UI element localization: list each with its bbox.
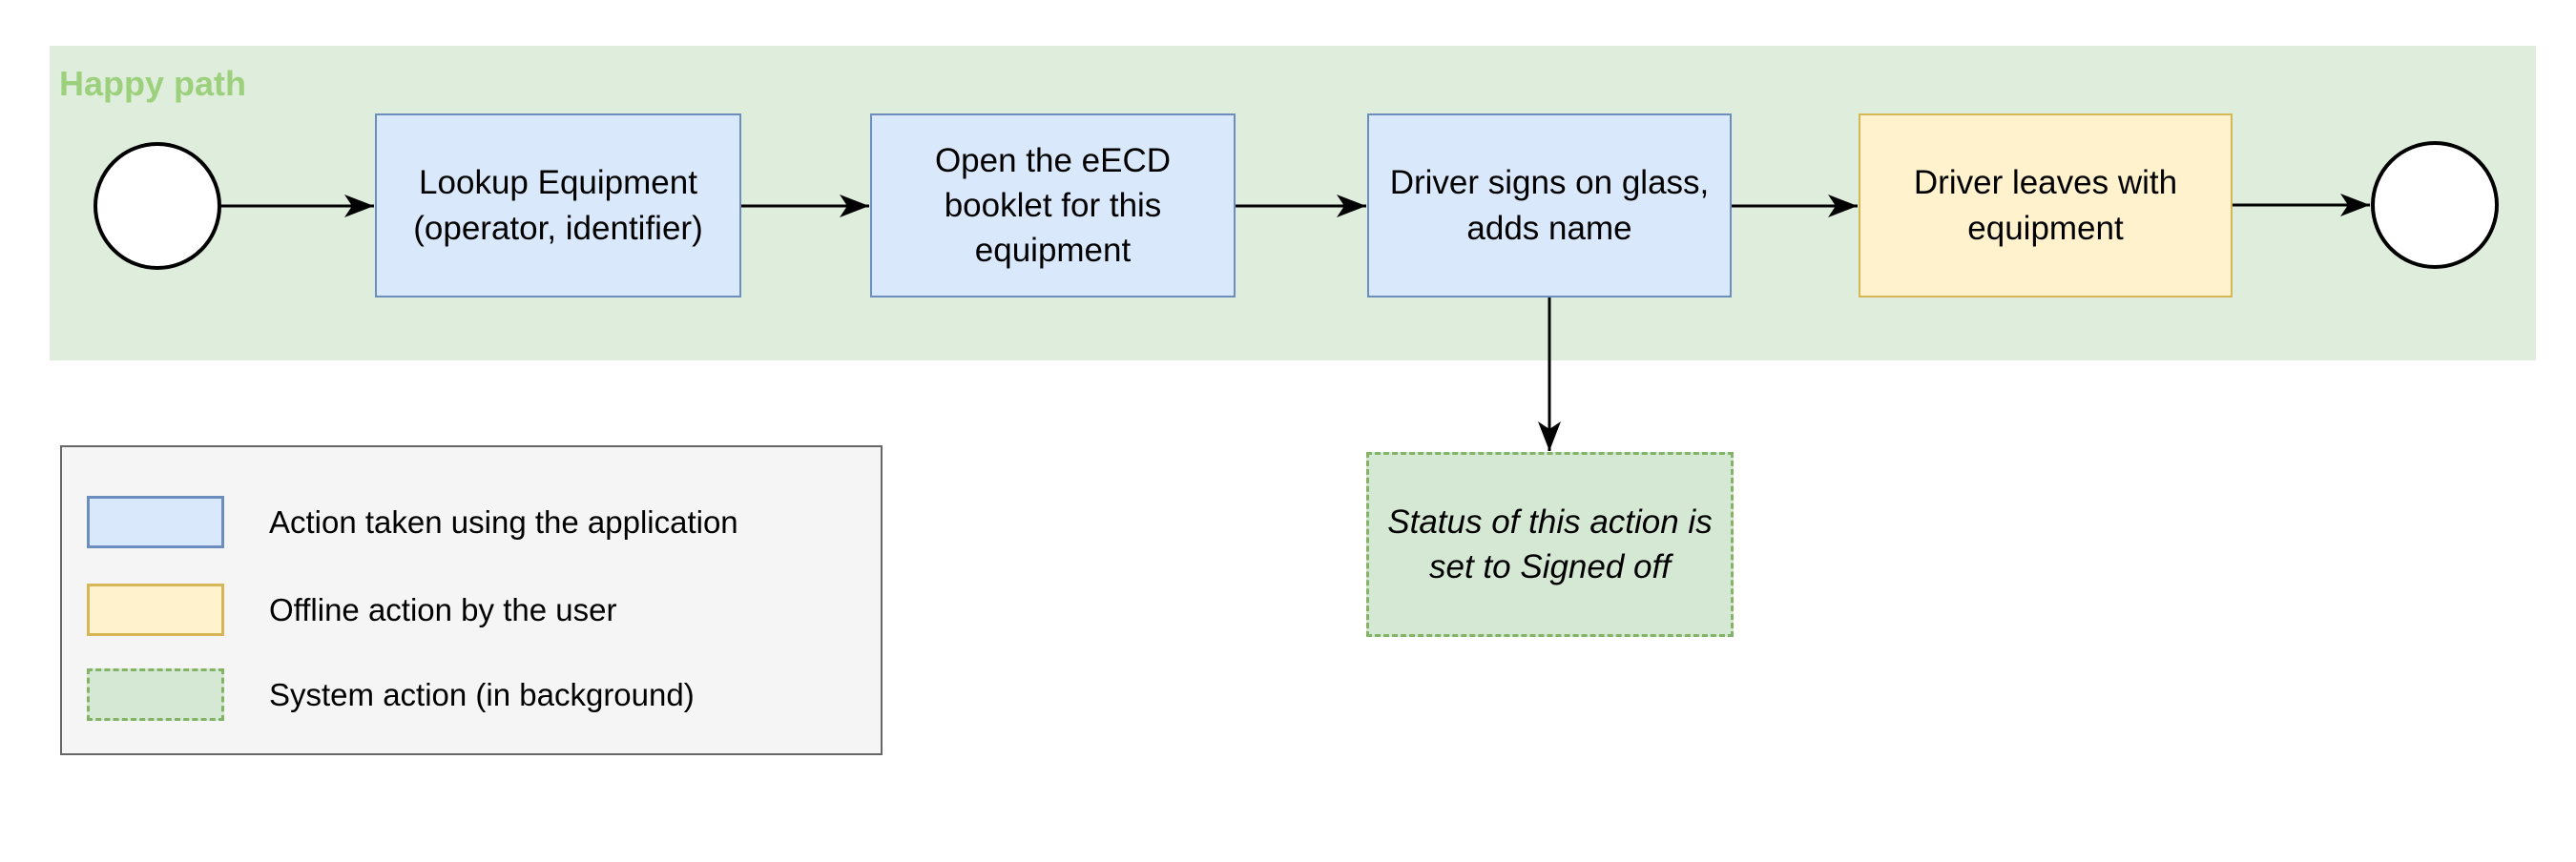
node-label: Driver signs on glass, adds name <box>1389 164 1710 247</box>
node-driver-leaves-with-equipment: Driver leaves with equipment <box>1859 113 2233 298</box>
node-label: Status of this action is set to Signed o… <box>1387 503 1713 585</box>
node-label: Lookup Equipment (operator, identifier) <box>413 164 703 247</box>
legend-item-offline-action: Offline action by the user <box>87 584 616 636</box>
legend-swatch-application-action <box>87 496 224 548</box>
legend-item-system-action: System action (in background) <box>87 668 695 721</box>
node-label: Open the eECD booklet for this equipment <box>934 141 1172 270</box>
legend-item-application-action: Action taken using the application <box>87 496 738 548</box>
happy-path-title: Happy path <box>59 64 247 103</box>
node-lookup-equipment: Lookup Equipment (operator, identifier) <box>375 113 741 298</box>
legend-label: System action (in background) <box>269 676 695 712</box>
end-event-node <box>2371 141 2499 269</box>
legend-swatch-offline-action <box>87 584 224 636</box>
node-open-eecd-booklet: Open the eECD booklet for this equipment <box>870 113 1236 298</box>
node-label: Driver leaves with equipment <box>1913 164 2178 247</box>
node-driver-signs-on-glass: Driver signs on glass, adds name <box>1367 113 1732 298</box>
legend-swatch-system-action <box>87 668 224 721</box>
start-event-node <box>93 142 221 270</box>
legend-label: Offline action by the user <box>269 591 617 627</box>
legend-label: Action taken using the application <box>269 503 738 540</box>
legend: Action taken using the application Offli… <box>60 445 883 755</box>
node-status-signed-off: Status of this action is set to Signed o… <box>1366 452 1734 637</box>
